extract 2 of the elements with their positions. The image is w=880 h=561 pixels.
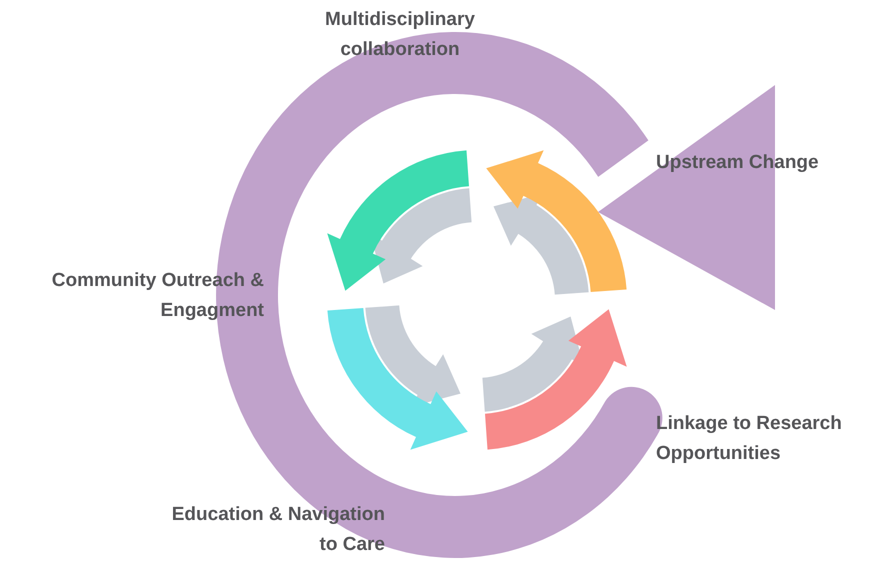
stage-label: Community Outreach & Engagment — [50, 269, 264, 323]
stage-label: Linkage to Research Opportunities — [656, 412, 843, 466]
